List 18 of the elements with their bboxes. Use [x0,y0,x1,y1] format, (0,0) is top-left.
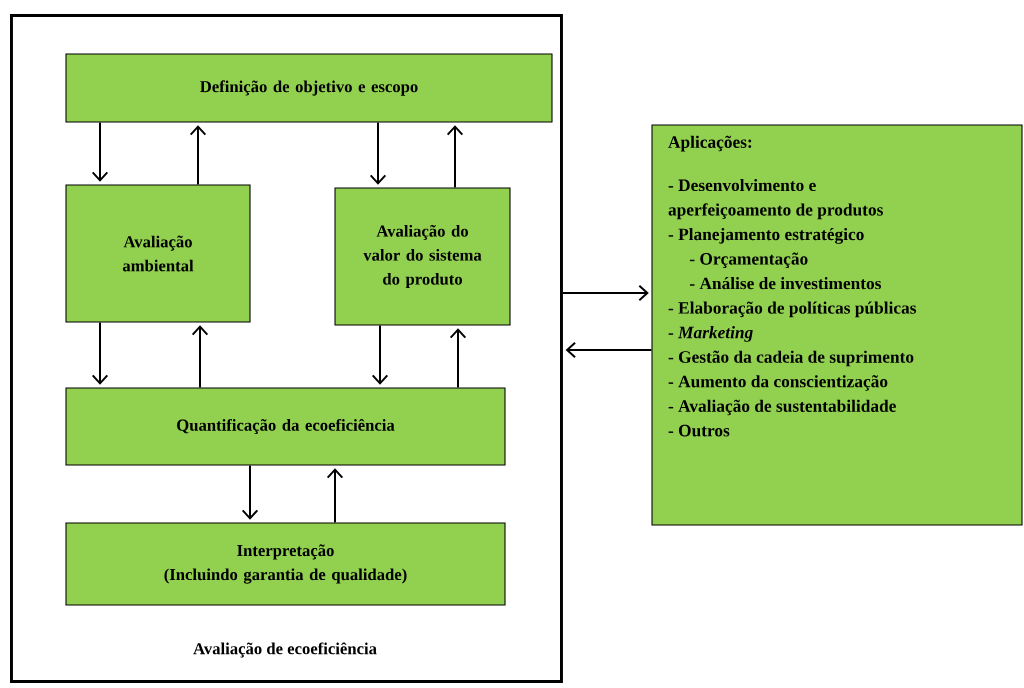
arrow [561,284,649,302]
arrow [565,341,653,359]
arrow [91,321,109,385]
arrow [189,125,207,186]
arrow [369,121,387,185]
arrow [191,325,209,389]
arrow [449,328,467,389]
process-box: Avaliação do valor do sistema do produto [334,187,511,326]
arrow [91,121,109,182]
list-box: Aplicações: - Desenvolvimento e aperfeiçoamento de produtos - Planejamento estratégico - Orçamentação - Análise de investimentos - Elaboração de políticas públicas - Marketing - Gestão da cadeia de suprimento - Aumento da conscientização - Avaliação de sustentabilidade - Outros [651,124,1023,526]
arrow [371,324,389,385]
arrow [241,464,259,520]
arrow [326,468,344,524]
process-box: Quantificação da ecoeficiência [65,387,506,466]
arrow [446,125,464,189]
process-box: Interpretação (Incluindo garantia de qualidade) [65,522,506,606]
process-box: Definição de objetivo e escopo [65,53,553,123]
process-box: Avaliação ambiental [65,184,251,323]
